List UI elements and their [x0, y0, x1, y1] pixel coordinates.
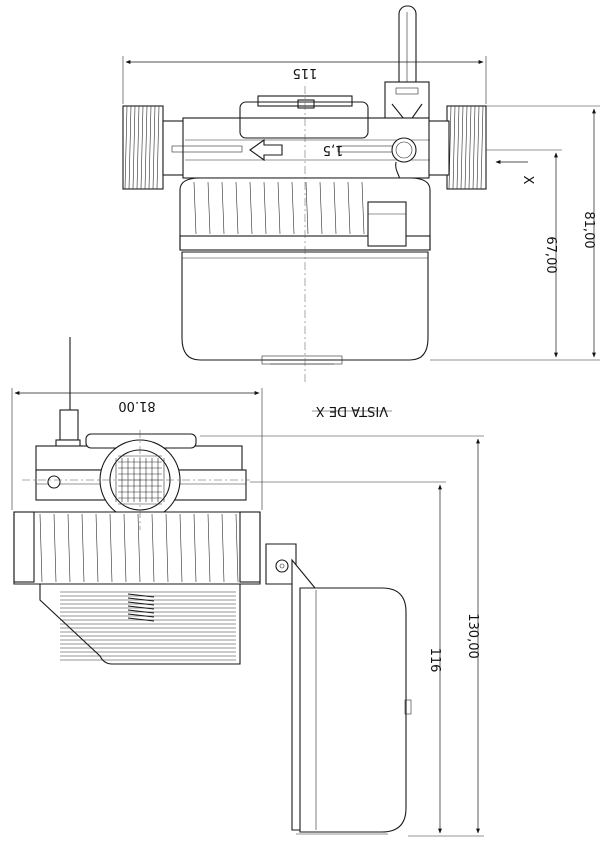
- housing-rib: [193, 513, 197, 583]
- thread-tooth: [452, 105, 456, 190]
- housing-rib: [305, 181, 309, 235]
- dim-side-width-label: 81.00: [118, 398, 155, 413]
- housing-rib: [249, 181, 253, 235]
- dim-width-115: 115: [122, 56, 487, 104]
- thread-tooth: [132, 105, 136, 190]
- thread-tooth: [456, 105, 460, 190]
- housing-rib: [291, 181, 295, 235]
- thread-tooth: [476, 105, 480, 190]
- dim-height-side: 130,00 116: [200, 435, 484, 837]
- housing-rib: [361, 181, 365, 235]
- housing-rib: [109, 513, 113, 583]
- housing-rib: [207, 513, 211, 583]
- housing-rib: [235, 181, 239, 235]
- housing-rib: [319, 181, 323, 235]
- spring-coil: [127, 593, 155, 598]
- housing-rib: [67, 513, 71, 583]
- thread-tooth: [128, 105, 132, 190]
- thread-tooth: [464, 105, 468, 190]
- dim-height-top: 81,00 67,00: [430, 105, 600, 361]
- spring-coil: [127, 609, 155, 614]
- spring-coil: [127, 613, 155, 618]
- dim-height-outer-label: 81,00: [581, 211, 596, 248]
- electronics-module: [291, 558, 412, 835]
- housing-rib: [207, 181, 211, 235]
- housing-rib: [277, 181, 281, 235]
- view-label: VISTA DE X: [316, 403, 388, 418]
- housing-rib: [95, 513, 99, 583]
- thread-tooth: [480, 105, 484, 190]
- view-x-arrow: X: [495, 160, 535, 185]
- housing-rib: [193, 181, 197, 235]
- housing-rib: [263, 181, 267, 235]
- dim-width-label: 115: [293, 65, 318, 80]
- thread-tooth: [136, 105, 140, 190]
- thread-tooth: [468, 105, 472, 190]
- flow-arrow: 1,5: [249, 138, 344, 162]
- side-housing: [13, 511, 261, 665]
- thread-tooth: [460, 105, 464, 190]
- flow-label: 1,5: [323, 142, 344, 157]
- housing-rib: [53, 513, 57, 583]
- housing-rib: [165, 513, 169, 583]
- dim-width-81: 81.00: [11, 388, 263, 510]
- housing-rib: [151, 513, 155, 583]
- thread-tooth: [124, 105, 128, 190]
- housing-rib: [123, 513, 127, 583]
- right-thread: [426, 105, 487, 190]
- housing-rib: [347, 181, 351, 235]
- thread-tooth: [140, 105, 144, 190]
- housing-rib: [137, 513, 141, 583]
- housing-rib: [235, 513, 239, 583]
- spring-coil: [127, 597, 155, 602]
- spring-coil: [127, 601, 155, 606]
- housing-rib: [179, 513, 183, 583]
- left-thread: [122, 105, 186, 190]
- thread-tooth: [144, 105, 148, 190]
- thread-tooth: [152, 105, 156, 190]
- housing-rib: [39, 513, 43, 583]
- dim-height-inner-label: 67,00: [543, 236, 558, 273]
- housing-rib: [333, 181, 337, 235]
- thread-tooth: [148, 105, 152, 190]
- top-view: 1,5 115 X: [122, 5, 600, 382]
- dim-side-height-outer-label: 130,00: [465, 613, 480, 659]
- thread-tooth: [156, 105, 160, 190]
- housing-rib: [221, 513, 225, 583]
- housing-rib: [221, 181, 225, 235]
- dim-side-height-inner-label: 116: [427, 648, 442, 673]
- spring-coil: [127, 605, 155, 610]
- thread-tooth: [472, 105, 476, 190]
- side-view: 81.00 VISTA DE X: [11, 337, 484, 837]
- spring-coil: [127, 617, 155, 622]
- housing-rib: [81, 513, 85, 583]
- view-x-label: X: [520, 176, 535, 185]
